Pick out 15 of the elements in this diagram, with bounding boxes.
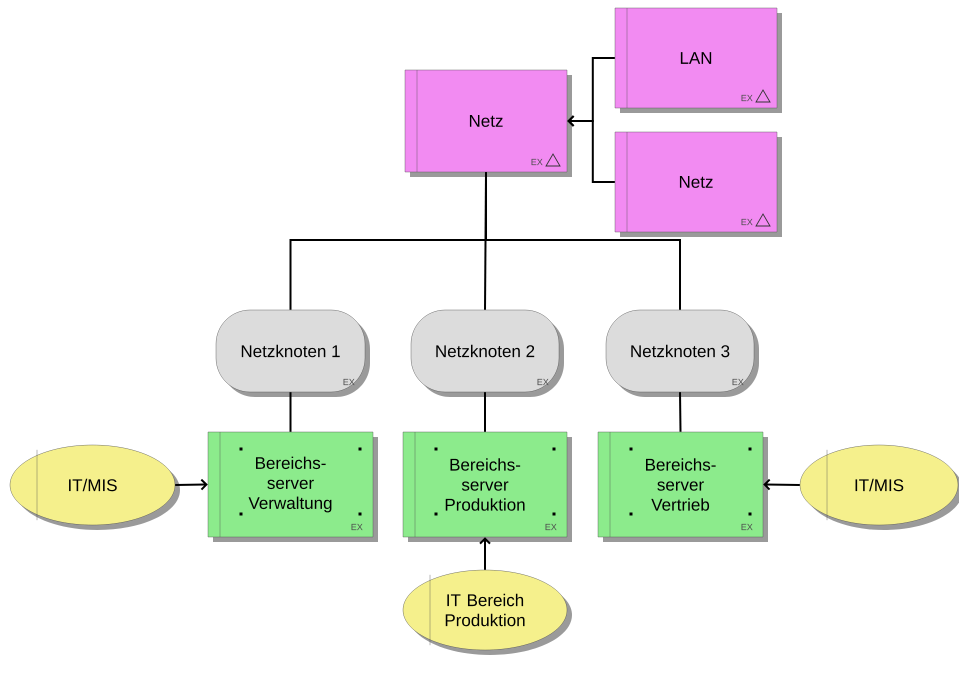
- connector: [485, 172, 681, 310]
- ex-mark: EX: [732, 378, 744, 386]
- connector: [290, 392, 292, 432]
- connector: [679, 392, 682, 432]
- connector: [484, 392, 486, 432]
- connector: [763, 478, 800, 490]
- ex-mark: EX: [532, 158, 543, 166]
- ex-mark: EX: [352, 524, 363, 530]
- ex-mark: EX: [538, 378, 549, 386]
- ex-mark: EX: [344, 378, 355, 386]
- ex-mark: EX: [742, 524, 753, 530]
- connector: [175, 478, 208, 490]
- ex-mark: EX: [546, 524, 557, 530]
- connector: [479, 537, 491, 570]
- connector: [567, 115, 615, 183]
